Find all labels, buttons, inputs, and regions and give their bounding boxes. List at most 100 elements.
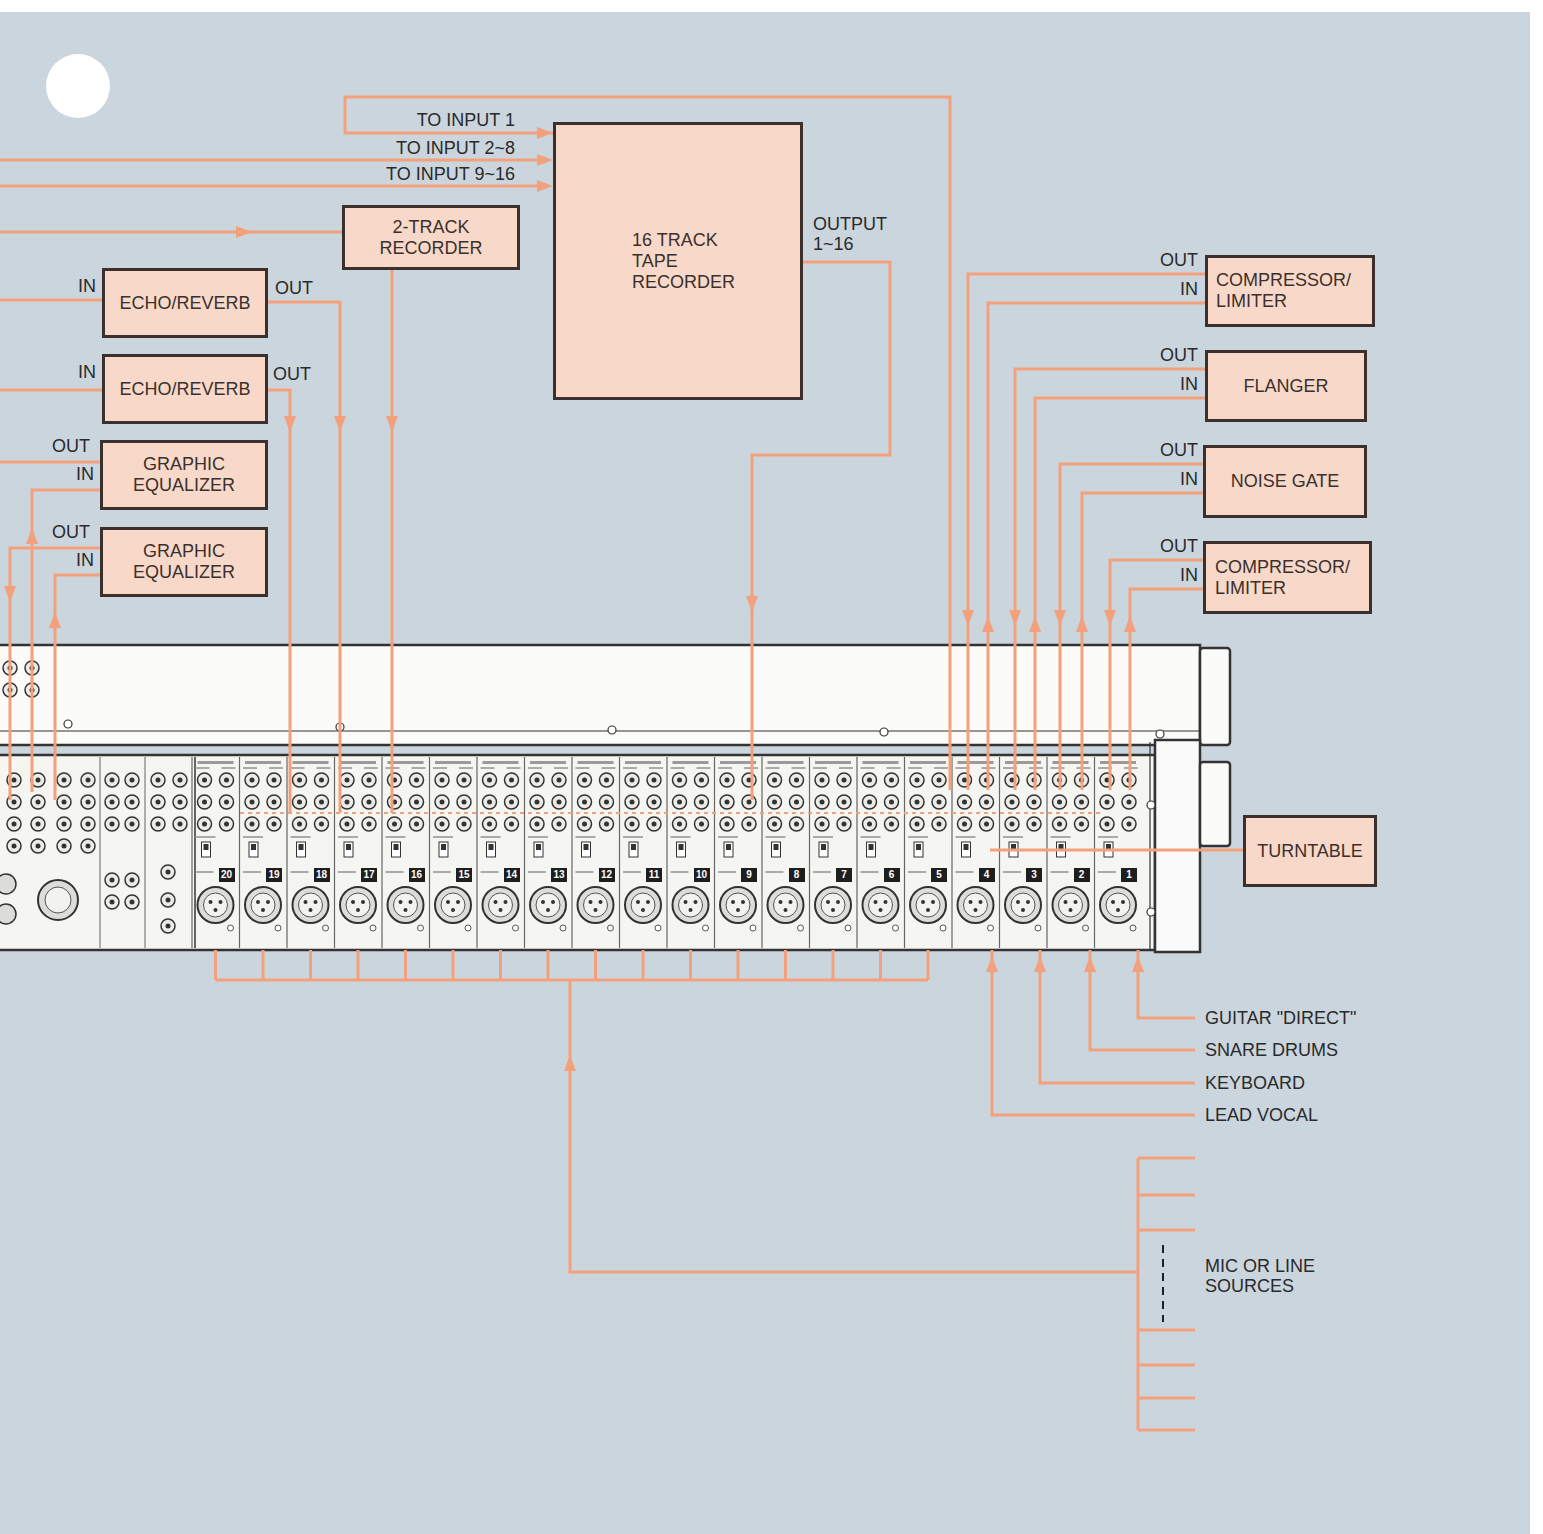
signal-wire xyxy=(987,645,990,790)
port-label: OUT xyxy=(1160,536,1198,556)
channel-number: 1 xyxy=(1121,868,1137,882)
signal-wire xyxy=(0,299,102,302)
channel-number: 18 xyxy=(314,868,330,882)
signal-connector xyxy=(1035,398,1205,645)
channel-strip xyxy=(192,757,236,948)
signal-connector xyxy=(1110,560,1203,645)
channel-number: 7 xyxy=(836,868,852,882)
port-label: OUT xyxy=(275,278,313,298)
channel-strip xyxy=(477,757,521,948)
signal-connector xyxy=(1015,369,1205,645)
jack-socket xyxy=(105,817,119,831)
connector-label: TO INPUT 1 xyxy=(417,110,515,130)
screw xyxy=(880,728,888,736)
box-label: TURNTABLE xyxy=(1257,841,1363,862)
jack-socket xyxy=(81,839,95,853)
signal-wire xyxy=(1034,645,1037,790)
meter-bridge xyxy=(0,645,1200,745)
jack-socket xyxy=(161,865,175,879)
input-bus xyxy=(216,979,929,982)
jack-socket xyxy=(173,817,187,831)
channel-number: 11 xyxy=(646,868,662,882)
screw xyxy=(1147,908,1155,916)
port-label: TO INPUT 2~8 xyxy=(396,138,515,158)
screw xyxy=(608,726,616,734)
signal-connector xyxy=(1082,493,1203,645)
effect-box: FLANGER xyxy=(1205,350,1367,422)
arrow-head xyxy=(537,154,553,166)
channel-number: 6 xyxy=(884,868,900,882)
screw xyxy=(1147,801,1155,809)
source-label: LEAD VOCAL xyxy=(1205,1105,1318,1125)
input-wire xyxy=(992,950,1195,1115)
arrow-head xyxy=(334,416,346,432)
jack-socket xyxy=(81,795,95,809)
arrow-head xyxy=(49,612,61,628)
mixer-console: 2019181716151413121110987654321 xyxy=(0,645,1230,950)
channel-number: 8 xyxy=(789,868,805,882)
signal-connector xyxy=(968,274,1205,645)
signal-wire xyxy=(9,645,12,800)
box-label: GRAPHIC EQUALIZER xyxy=(119,541,249,583)
jack-socket xyxy=(57,817,71,831)
channel-strip xyxy=(667,757,711,948)
screw xyxy=(1156,730,1164,738)
box-label: ECHO/REVERB xyxy=(119,293,250,314)
channel-strip xyxy=(240,757,284,948)
arrow-head xyxy=(1034,956,1046,972)
port-label: OUT xyxy=(52,436,90,456)
channel-strip xyxy=(572,757,616,948)
internal-link xyxy=(240,812,1100,814)
signal-wire xyxy=(967,645,970,790)
port-label: IN xyxy=(1180,565,1198,585)
channel-number: 20 xyxy=(219,868,235,882)
arrow-head xyxy=(1054,610,1066,626)
arrow-head xyxy=(982,616,994,632)
box-label: NOISE GATE xyxy=(1231,471,1340,492)
punch-hole xyxy=(46,54,110,118)
signal-wire xyxy=(1059,645,1062,790)
port-label: OUT xyxy=(52,522,90,542)
channel-strip xyxy=(762,757,806,948)
input-wire xyxy=(570,980,1138,1272)
jack-socket xyxy=(105,873,119,887)
arrow-head xyxy=(236,226,252,238)
arrow-head xyxy=(1124,616,1136,632)
signal-wire xyxy=(0,185,540,188)
effect-box: GRAPHIC EQUALIZER xyxy=(100,440,268,510)
channel-number: 17 xyxy=(361,868,377,882)
arrow-head xyxy=(986,956,998,972)
signal-wire xyxy=(1081,645,1084,790)
box-label: 2-TRACK RECORDER xyxy=(371,217,491,259)
section-divider xyxy=(100,757,101,948)
jack-socket xyxy=(57,773,71,787)
jack-socket xyxy=(125,773,139,787)
input-wire xyxy=(216,950,929,980)
jack-socket xyxy=(151,773,165,787)
arrow-head xyxy=(1076,616,1088,632)
jack-socket xyxy=(7,817,21,831)
arrow-head xyxy=(386,416,398,432)
jack-socket xyxy=(81,817,95,831)
signal-wire xyxy=(1109,645,1112,790)
side-panel xyxy=(1155,740,1200,952)
jack-socket xyxy=(57,795,71,809)
channel-number: 12 xyxy=(599,868,615,882)
effect-box: ECHO/REVERB xyxy=(102,354,268,424)
arrow-head xyxy=(4,586,16,602)
effect-box: ECHO/REVERB xyxy=(102,268,268,338)
port-label: IN xyxy=(1180,279,1198,299)
signal-wire xyxy=(1014,645,1017,790)
port-label: OUT xyxy=(273,364,311,384)
effect-box: GRAPHIC EQUALIZER xyxy=(100,527,268,597)
section-divider xyxy=(194,757,196,948)
signal-connector xyxy=(10,548,100,645)
source-bracket xyxy=(1137,1158,1140,1430)
arrow-head xyxy=(564,1055,576,1071)
channel-number: 2 xyxy=(1074,868,1090,882)
input-wire xyxy=(1138,950,1195,1018)
effect-box: NOISE GATE xyxy=(1203,445,1367,518)
jack-socket xyxy=(31,817,45,831)
xlr-socket xyxy=(38,880,78,920)
